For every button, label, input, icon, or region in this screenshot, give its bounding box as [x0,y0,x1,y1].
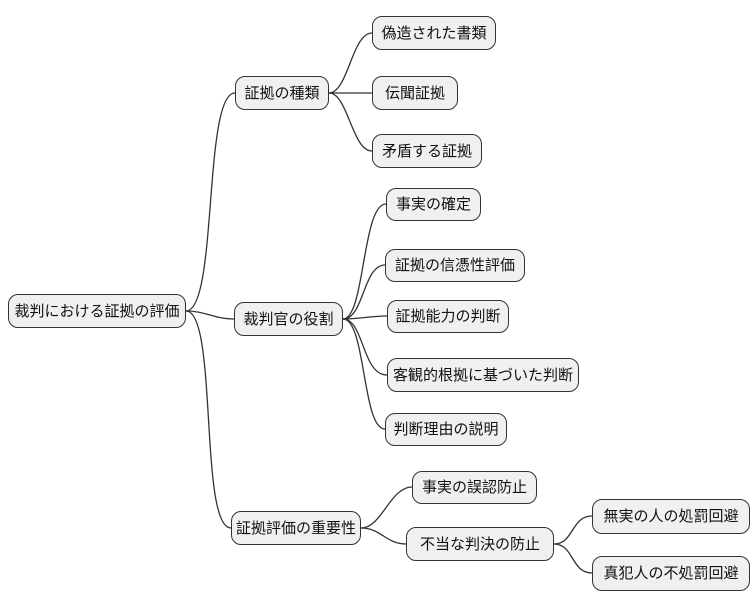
edge-judge-role-to-objective-basis [342,318,388,376]
edge-unjust-verdict-to-innocent [553,515,593,545]
node-objective-basis-judgment: 客観的根拠に基づいた判断 [387,358,579,392]
node-forged-documents: 偽造された書類 [372,16,496,50]
node-contradictory-evidence: 矛盾する証拠 [372,134,482,168]
node-judge-role: 裁判官の役割 [234,302,343,336]
edge-judge-role-to-reasoning [342,318,386,430]
node-innocent-punishment-avoidance: 無実の人の処罰回避 [592,499,750,534]
edge-judge-role-to-admissibility [342,315,388,320]
edge-root-to-evidence-types [185,92,236,312]
edge-evidence-types-to-contradictory [328,92,373,152]
node-evidence-types: 証拠の種類 [235,76,329,110]
edge-importance-to-misidentification [360,486,413,529]
node-root: 裁判における証拠の評価 [8,294,186,328]
node-misidentification-prevention: 事実の誤認防止 [412,471,537,504]
node-unjust-verdict-prevention: 不当な判決の防止 [406,527,554,561]
node-admissibility-judgment: 証拠能力の判断 [387,300,509,333]
edge-importance-to-unjust-verdict [360,527,407,545]
edge-root-to-evaluation-importance [185,310,232,529]
node-culprit-impunity-avoidance: 真犯人の不処罰回避 [592,556,750,591]
node-evaluation-importance: 証拠評価の重要性 [231,511,361,545]
node-credibility-evaluation: 証拠の信憑性評価 [385,249,525,282]
edge-judge-role-to-credibility [342,264,386,320]
edge-judge-role-to-fact-determination [342,203,387,320]
edge-evidence-types-to-forged-documents [328,32,373,94]
node-fact-determination: 事実の確定 [386,188,481,221]
node-hearsay-evidence: 伝聞証拠 [372,76,458,110]
node-reasoning-explanation: 判断理由の説明 [385,413,507,446]
edge-unjust-verdict-to-culprit [553,543,593,574]
edge-root-to-judge-role [185,310,235,320]
